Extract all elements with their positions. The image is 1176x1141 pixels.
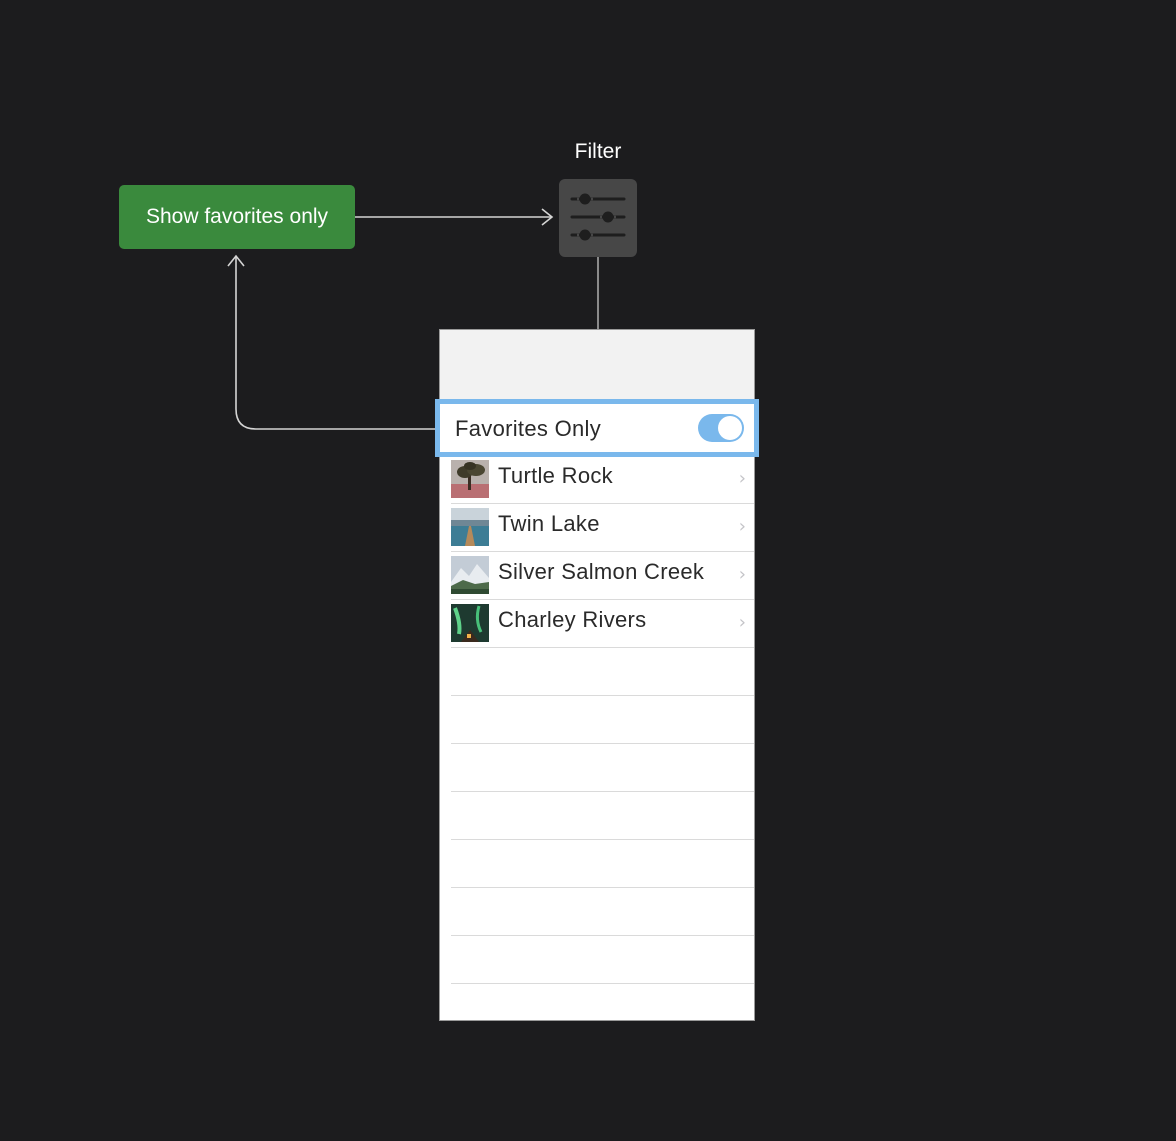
landmark-thumbnail [451, 460, 489, 498]
arrowhead-right [541, 208, 554, 226]
landmark-name: Turtle Rock [498, 463, 613, 488]
chevron-right-icon: › [738, 516, 746, 537]
empty-list-row [451, 888, 754, 936]
filter-label: Filter [574, 140, 622, 163]
landmark-name: Silver Salmon Creek [498, 559, 705, 584]
list-item[interactable]: Charley Rivers › [451, 600, 754, 648]
landmark-list: Turtle Rock › Twin Lake › [440, 456, 754, 1020]
landmark-name: Twin Lake [498, 511, 600, 536]
chevron-right-icon: › [738, 564, 746, 585]
sliders-icon [570, 193, 626, 241]
show-favorites-action: Show favorites only [119, 185, 355, 249]
toggle-knob [718, 416, 742, 440]
chevron-right-icon: › [738, 612, 746, 633]
chevron-right-icon: › [738, 468, 746, 489]
empty-list-row [451, 744, 754, 792]
favorites-only-toggle[interactable] [698, 414, 744, 442]
landmark-thumbnail [451, 508, 489, 546]
arrowhead-up [227, 254, 245, 267]
landmark-thumbnail [451, 556, 489, 594]
empty-list-row [451, 792, 754, 840]
list-item[interactable]: Twin Lake › [451, 504, 754, 552]
arrow-toggle-to-action [235, 256, 435, 430]
landmark-name: Charley Rivers [498, 607, 647, 632]
filter-button[interactable] [559, 179, 637, 257]
empty-list-row [451, 648, 754, 696]
favorites-only-label: Favorites Only [455, 416, 602, 441]
empty-list-row [451, 936, 754, 984]
landmark-thumbnail [451, 604, 489, 642]
action-label: Show favorites only [145, 205, 329, 228]
list-item[interactable]: Turtle Rock › [451, 456, 754, 504]
navigation-bar [440, 330, 754, 402]
favorites-only-row[interactable]: Favorites Only [435, 399, 759, 457]
empty-list-row [451, 840, 754, 888]
list-item[interactable]: Silver Salmon Creek › [451, 552, 754, 600]
empty-list-row [451, 984, 754, 1020]
empty-list-row [451, 696, 754, 744]
